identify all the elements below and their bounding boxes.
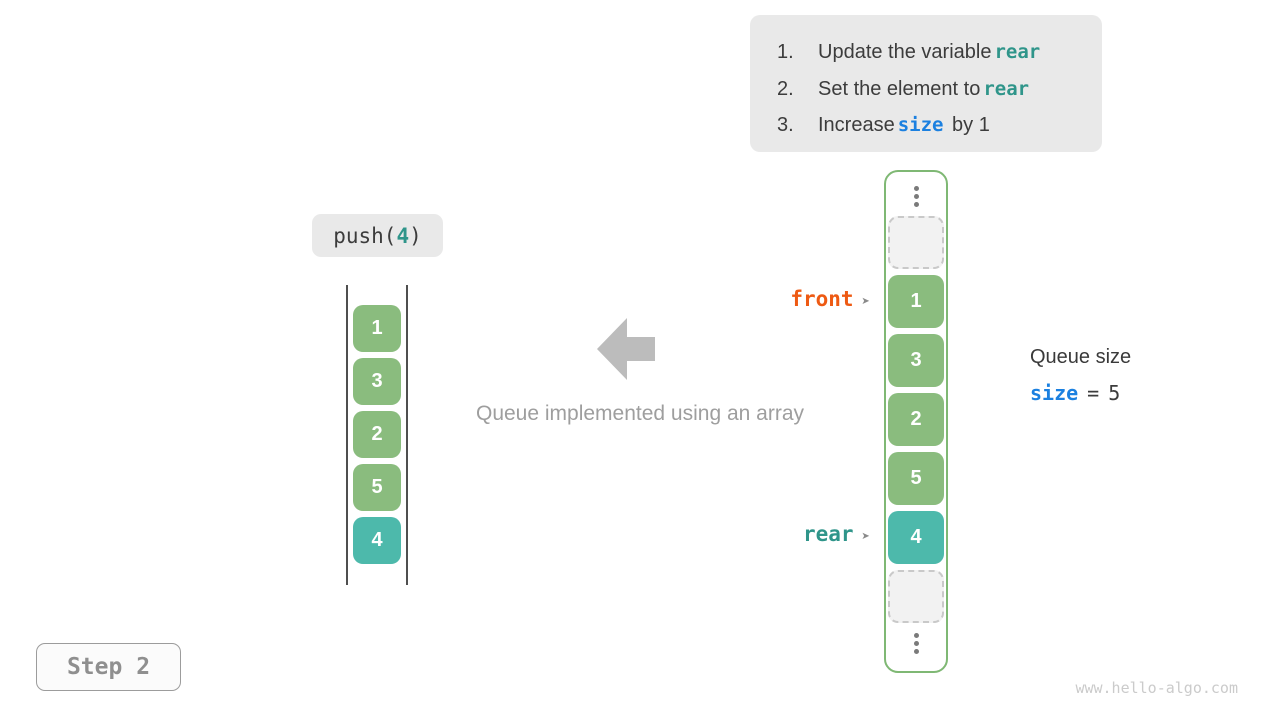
code-token: rear: [994, 41, 1041, 63]
ellipsis-icon: [913, 182, 919, 210]
queue-cell: 3: [888, 334, 944, 387]
pushed-element-stack: 1 3 2 5 4: [346, 285, 408, 585]
watermark: www.hello-algo.com: [1075, 679, 1238, 697]
queue-size-title: Queue size: [1030, 346, 1132, 368]
instruction-number: 2.: [777, 77, 794, 100]
queue-cell: 1: [888, 275, 944, 328]
queue-size-expression: size = 5: [1030, 381, 1131, 405]
array-cell: 3: [353, 358, 401, 405]
front-pointer: front ➤: [690, 286, 870, 315]
array-cell: 5: [353, 464, 401, 511]
array-cell: 1: [353, 305, 401, 352]
equals-sign: =: [1087, 381, 1100, 405]
empty-slot: [888, 570, 944, 623]
left-arrow-icon: [597, 318, 655, 385]
queue-cell: 2: [888, 393, 944, 446]
rear-pointer-label: rear: [802, 522, 854, 546]
code-token: size: [897, 114, 944, 136]
instruction-number: 3.: [777, 114, 794, 136]
step-label: Step 2: [66, 654, 151, 680]
array-cell: 4: [353, 517, 401, 564]
pointer-arrow-icon: ➤: [861, 294, 870, 310]
ellipsis-icon: [913, 629, 919, 657]
size-variable: size: [1030, 381, 1079, 405]
operation-label: push(4): [312, 214, 443, 257]
array-cell: 2: [353, 411, 401, 458]
queue-cell: 4: [888, 511, 944, 564]
operation-suffix: ): [409, 223, 422, 248]
step-badge: Step 2: [36, 643, 181, 691]
operation-argument: 4: [396, 223, 410, 248]
empty-slot: [888, 216, 944, 269]
diagram-caption: Queue implemented using an array: [475, 402, 805, 425]
queue-array-container: 1 3 2 5 4: [884, 170, 948, 673]
code-token: rear: [983, 77, 1030, 100]
queue-size-panel: Queue size size = 5: [1030, 344, 1131, 405]
pointer-arrow-icon: ➤: [861, 529, 870, 545]
front-pointer-label: front: [790, 287, 854, 311]
size-value: 5: [1108, 381, 1121, 405]
rear-pointer: rear ➤: [690, 521, 870, 550]
instruction-number: 1.: [777, 41, 794, 63]
operation-prefix: push(: [333, 223, 397, 248]
queue-cell: 5: [888, 452, 944, 505]
